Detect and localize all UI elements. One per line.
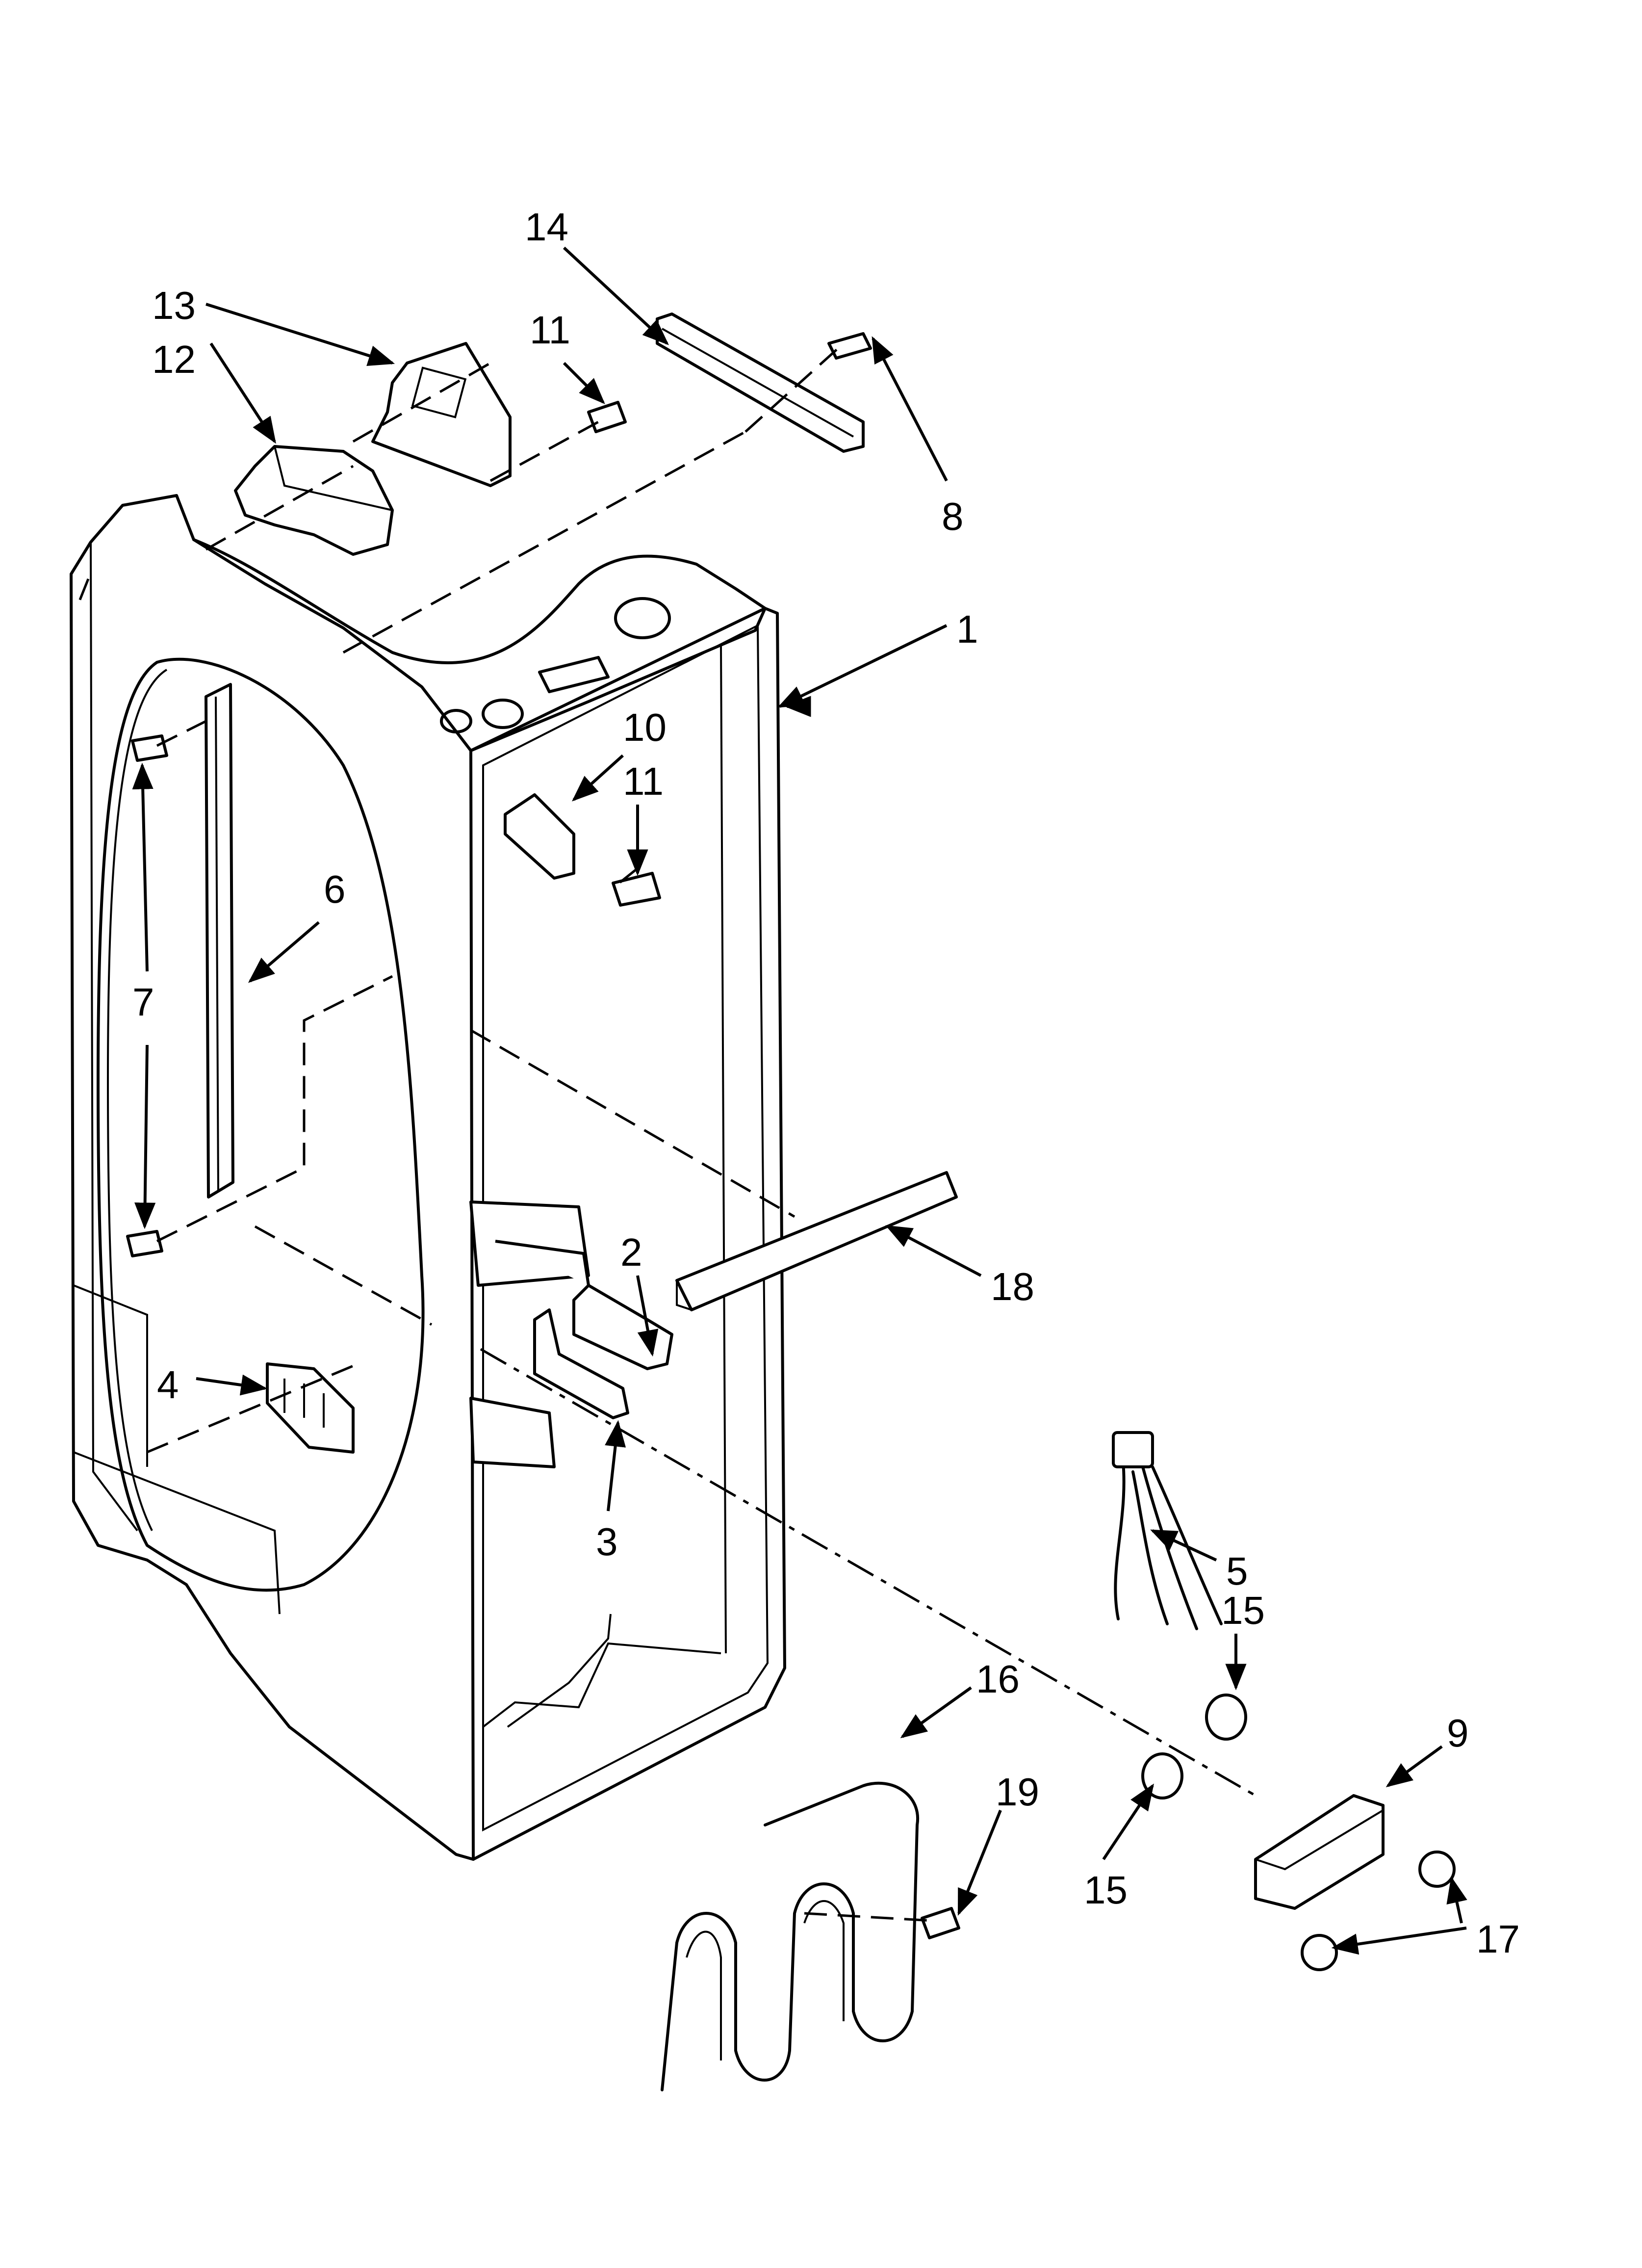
callout-2: 2: [620, 1230, 642, 1274]
leader-lines: [132, 246, 1467, 1955]
heater-16: [661, 1781, 920, 2091]
screw-7-top: [131, 734, 168, 762]
callout-labels: 1 2 3 4 5 6 7 8 9 10 11 11 12 13 14 15 1…: [132, 205, 1520, 1961]
harness-5: [1114, 1460, 1223, 1630]
callout-4: 4: [157, 1363, 179, 1407]
callout-16: 16: [976, 1657, 1020, 1701]
screw-11-top: [587, 401, 627, 433]
callout-1: 1: [956, 607, 978, 651]
callout-8: 8: [942, 495, 964, 538]
callout-10: 10: [623, 705, 667, 749]
callout-15-lower: 15: [1084, 1868, 1128, 1912]
callout-3: 3: [596, 1520, 618, 1564]
grommet-15-upper: [1205, 1694, 1247, 1741]
bolt-17-upper: [1418, 1851, 1456, 1888]
housing-9: [1254, 1794, 1385, 1910]
screw-7-bottom: [126, 1230, 163, 1257]
cover-13: [371, 342, 512, 487]
screw-8: [827, 332, 872, 360]
callout-5: 5: [1226, 1549, 1248, 1593]
alignment-lines: [77, 342, 1257, 1922]
callout-6: 6: [324, 867, 346, 911]
rail-18: [675, 1171, 958, 1311]
damper-4: [266, 1362, 355, 1454]
housing-12: [234, 445, 394, 556]
callout-7: 7: [132, 980, 154, 1024]
channel-14: [656, 313, 865, 453]
callout-18: 18: [991, 1265, 1034, 1308]
bracket-2: [572, 1284, 673, 1370]
bolt-17-lower: [1301, 1934, 1338, 1971]
bracket-10: [504, 793, 575, 880]
callout-17: 17: [1476, 1917, 1520, 1961]
bracket-3: [533, 1308, 629, 1419]
callout-11-lower: 11: [623, 759, 664, 803]
callout-11-top: 11: [530, 308, 570, 352]
callout-14: 14: [525, 205, 568, 249]
screw-19: [921, 1907, 960, 1939]
screw-11-lower: [612, 872, 661, 907]
callout-13: 13: [152, 284, 196, 327]
callout-15-upper: 15: [1221, 1589, 1265, 1632]
cabinet-liner: [70, 494, 786, 1861]
callout-19: 19: [996, 1770, 1039, 1814]
callout-12: 12: [152, 338, 196, 381]
callout-9: 9: [1447, 1711, 1469, 1755]
